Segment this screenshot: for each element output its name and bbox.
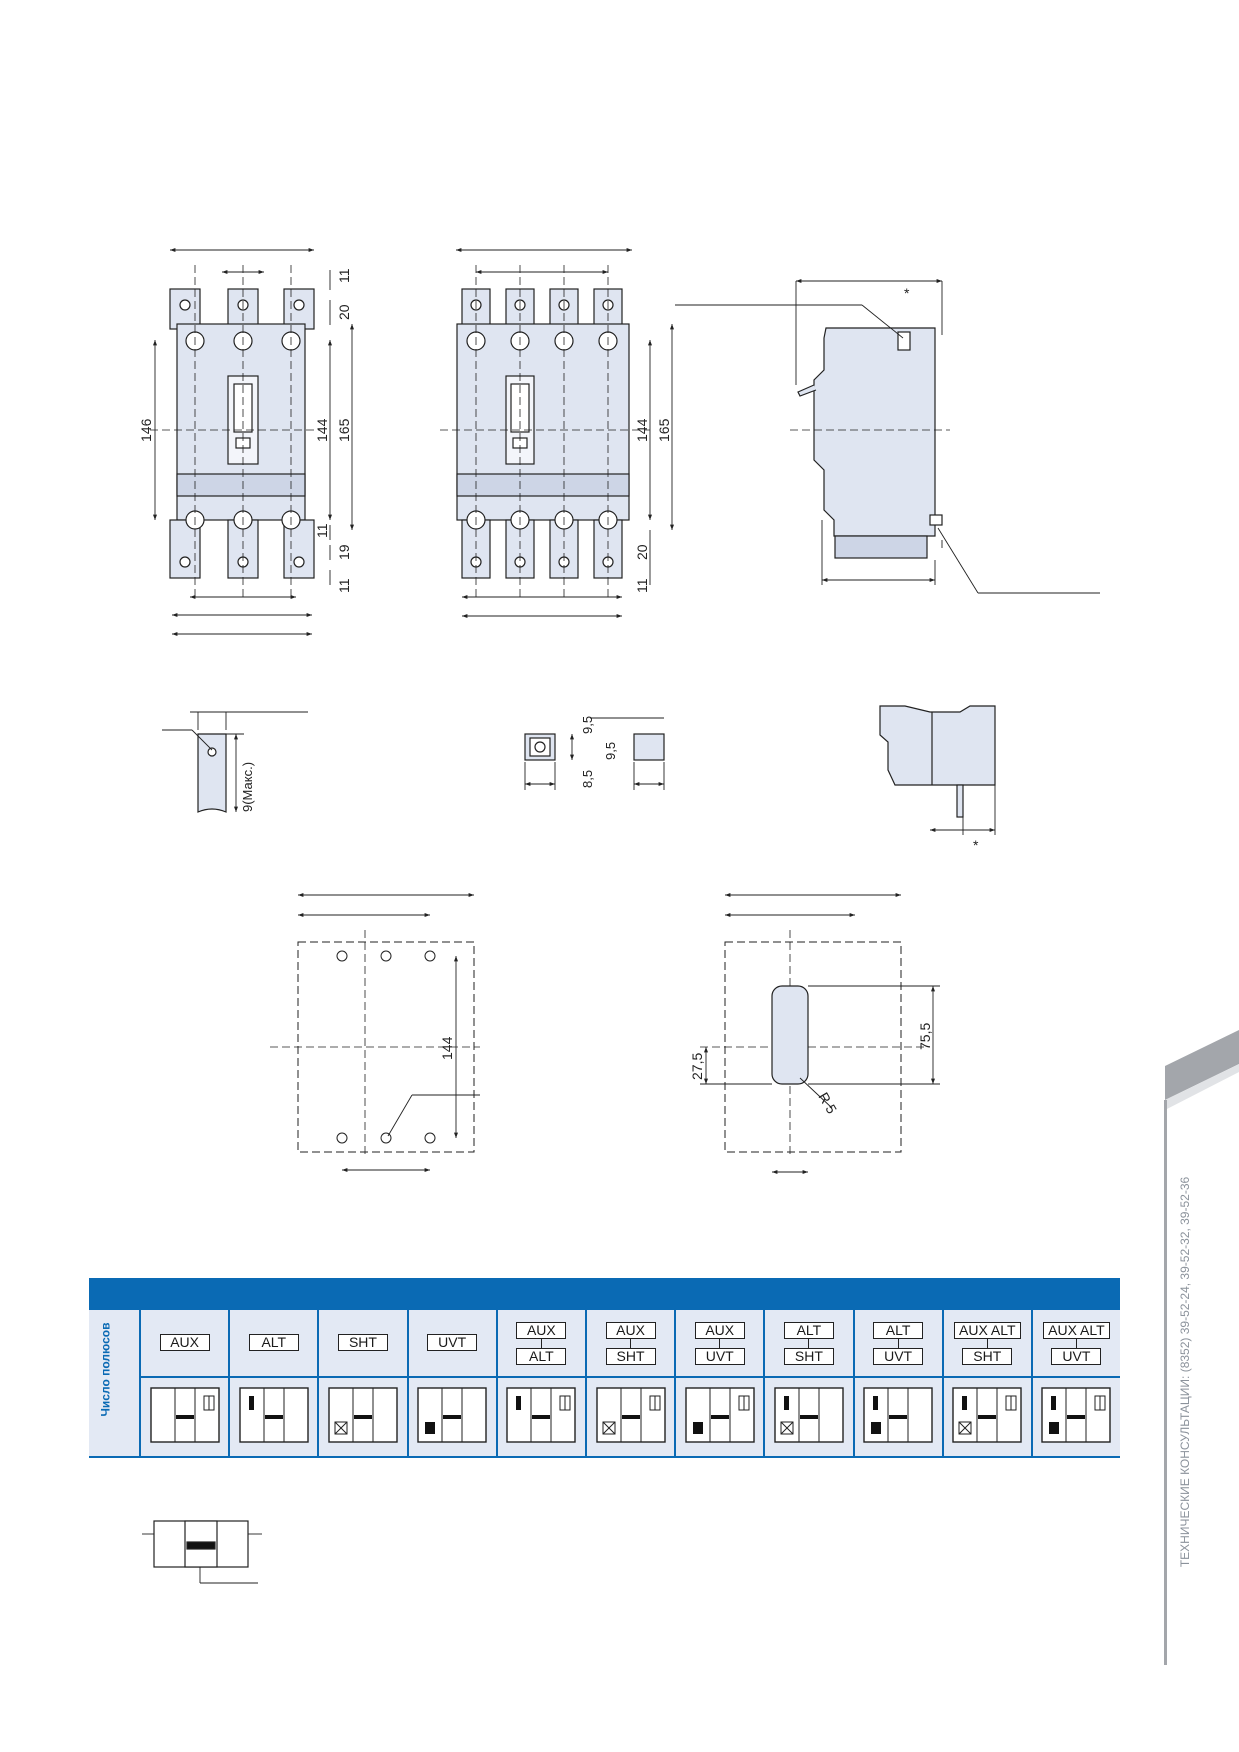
dim-4p-20: 20 <box>634 544 650 560</box>
acc-diagram-aux-alt <box>496 1377 587 1458</box>
dim-3p-165: 165 <box>336 418 352 442</box>
front-view-4-pole <box>440 247 675 619</box>
acc-label-box: AUX <box>605 1321 656 1339</box>
acc-diagram-alt-uvt <box>853 1377 944 1458</box>
panel-cutout-window <box>700 892 940 1175</box>
acc-label-aux-alt: AUX ALT <box>496 1310 587 1378</box>
front-view-3-pole <box>150 247 355 637</box>
legend-symbol <box>142 1520 262 1584</box>
contact-text: ТЕХНИЧЕСКИЕ КОНСУЛЬТАЦИИ: (8352) 39-52-2… <box>1178 1176 1192 1568</box>
acc-label-box: UVT <box>873 1347 924 1365</box>
acc-diagram-alt-sht <box>764 1377 855 1458</box>
handle-detail-star: * <box>973 837 979 853</box>
acc-label-box: SHT <box>962 1347 1013 1365</box>
acc-label-box: SHT <box>605 1347 656 1365</box>
front-view-3-pole-dims: 11 20 146 144 165 11 19 11 <box>138 268 352 593</box>
dim-window-75-5: 75,5 <box>917 1023 933 1050</box>
acc-label-box: UVT <box>1051 1347 1102 1365</box>
side-view <box>675 278 1100 594</box>
front-view-4-pole-dims: 144 165 20 11 <box>634 418 672 593</box>
dim-nut-9-5-a: 9,5 <box>580 716 595 734</box>
nut-detail <box>524 717 665 790</box>
dim-3p-11-mid: 11 <box>314 523 330 538</box>
poles-label: Число полюсов <box>98 1322 113 1416</box>
dim-3p-144: 144 <box>314 418 330 442</box>
dim-3p-11-bottom: 11 <box>336 578 352 593</box>
acc-diagram-uvt <box>407 1377 498 1458</box>
acc-label-aux-alt-uvt: AUX ALT UVT <box>1031 1310 1120 1378</box>
accessories-diagrams-row <box>89 1377 1120 1458</box>
dim-3p-146: 146 <box>138 418 154 442</box>
accessories-labels-row: Число полюсов AUX ALT SHT UVT AUX ALT AUX… <box>89 1310 1120 1458</box>
acc-label-aux: AUX <box>140 1310 231 1378</box>
poles-header: Число полюсов <box>89 1310 141 1458</box>
dim-4p-144: 144 <box>634 418 650 442</box>
dim-4p-165: 165 <box>656 418 672 442</box>
accessories-table-header <box>89 1278 1120 1310</box>
accessories-table: Число полюсов AUX ALT SHT UVT AUX ALT AUX… <box>89 1278 1120 1458</box>
side-view-star: * <box>904 285 910 301</box>
acc-label-box: AUX <box>516 1321 567 1339</box>
panel-cutout-window-dims: 27,5 75,5 R 5 <box>689 1023 933 1117</box>
acc-label-aux-alt-sht: AUX ALT SHT <box>942 1310 1033 1378</box>
dim-nut-9-5-b: 9,5 <box>603 742 618 760</box>
acc-diagram-aux-alt-uvt <box>1031 1377 1120 1458</box>
acc-label-alt: ALT <box>229 1310 320 1378</box>
acc-label-box: ALT <box>783 1321 834 1339</box>
dim-nut-8-5: 8,5 <box>580 770 595 788</box>
dim-3p-19: 19 <box>336 544 352 560</box>
dim-4p-11: 11 <box>634 578 650 593</box>
acc-label-alt-sht: ALT SHT <box>764 1310 855 1378</box>
acc-label-box: SHT <box>337 1334 388 1351</box>
acc-diagram-aux-sht <box>585 1377 677 1458</box>
acc-label-aux-sht: AUX SHT <box>585 1310 677 1378</box>
dim-3p-20: 20 <box>336 304 352 320</box>
acc-diagram-aux-alt-sht <box>942 1377 1033 1458</box>
acc-label-box: ALT <box>248 1334 299 1351</box>
acc-label-box: AUX ALT <box>954 1321 1021 1339</box>
terminal-detail <box>162 711 308 813</box>
acc-label-box: UVT <box>427 1334 478 1351</box>
acc-diagram-alt <box>229 1377 320 1458</box>
acc-label-box: UVT <box>694 1347 745 1365</box>
handle-detail <box>879 705 996 835</box>
dim-window-radius: R 5 <box>815 1090 840 1117</box>
acc-label-sht: SHT <box>318 1310 409 1378</box>
acc-diagram-aux-uvt <box>675 1377 766 1458</box>
acc-label-box: AUX <box>159 1334 210 1351</box>
acc-label-box: AUX <box>694 1321 745 1339</box>
acc-label-box: AUX ALT <box>1043 1321 1110 1339</box>
contact-sidebar: ТЕХНИЧЕСКИЕ КОНСУЛЬТАЦИИ: (8352) 39-52-2… <box>1175 1140 1192 1600</box>
acc-label-aux-uvt: AUX UVT <box>675 1310 766 1378</box>
acc-diagram-aux <box>140 1377 231 1458</box>
acc-label-alt-uvt: ALT UVT <box>853 1310 944 1378</box>
dim-window-27-5: 27,5 <box>689 1053 705 1080</box>
acc-label-box: SHT <box>783 1347 834 1365</box>
dim-holes-144: 144 <box>439 1036 455 1060</box>
acc-diagram-sht <box>318 1377 409 1458</box>
side-tab <box>1164 1030 1239 1665</box>
acc-label-uvt: UVT <box>407 1310 498 1378</box>
acc-label-box: ALT <box>516 1347 567 1365</box>
nut-detail-dims: 9,5 8,5 9,5 <box>580 716 618 788</box>
dim-3p-11-top: 11 <box>336 268 352 283</box>
panel-cutout-holes <box>270 892 480 1173</box>
dim-terminal-max: 9(Макс.) <box>240 762 255 812</box>
acc-label-box: ALT <box>873 1321 924 1339</box>
